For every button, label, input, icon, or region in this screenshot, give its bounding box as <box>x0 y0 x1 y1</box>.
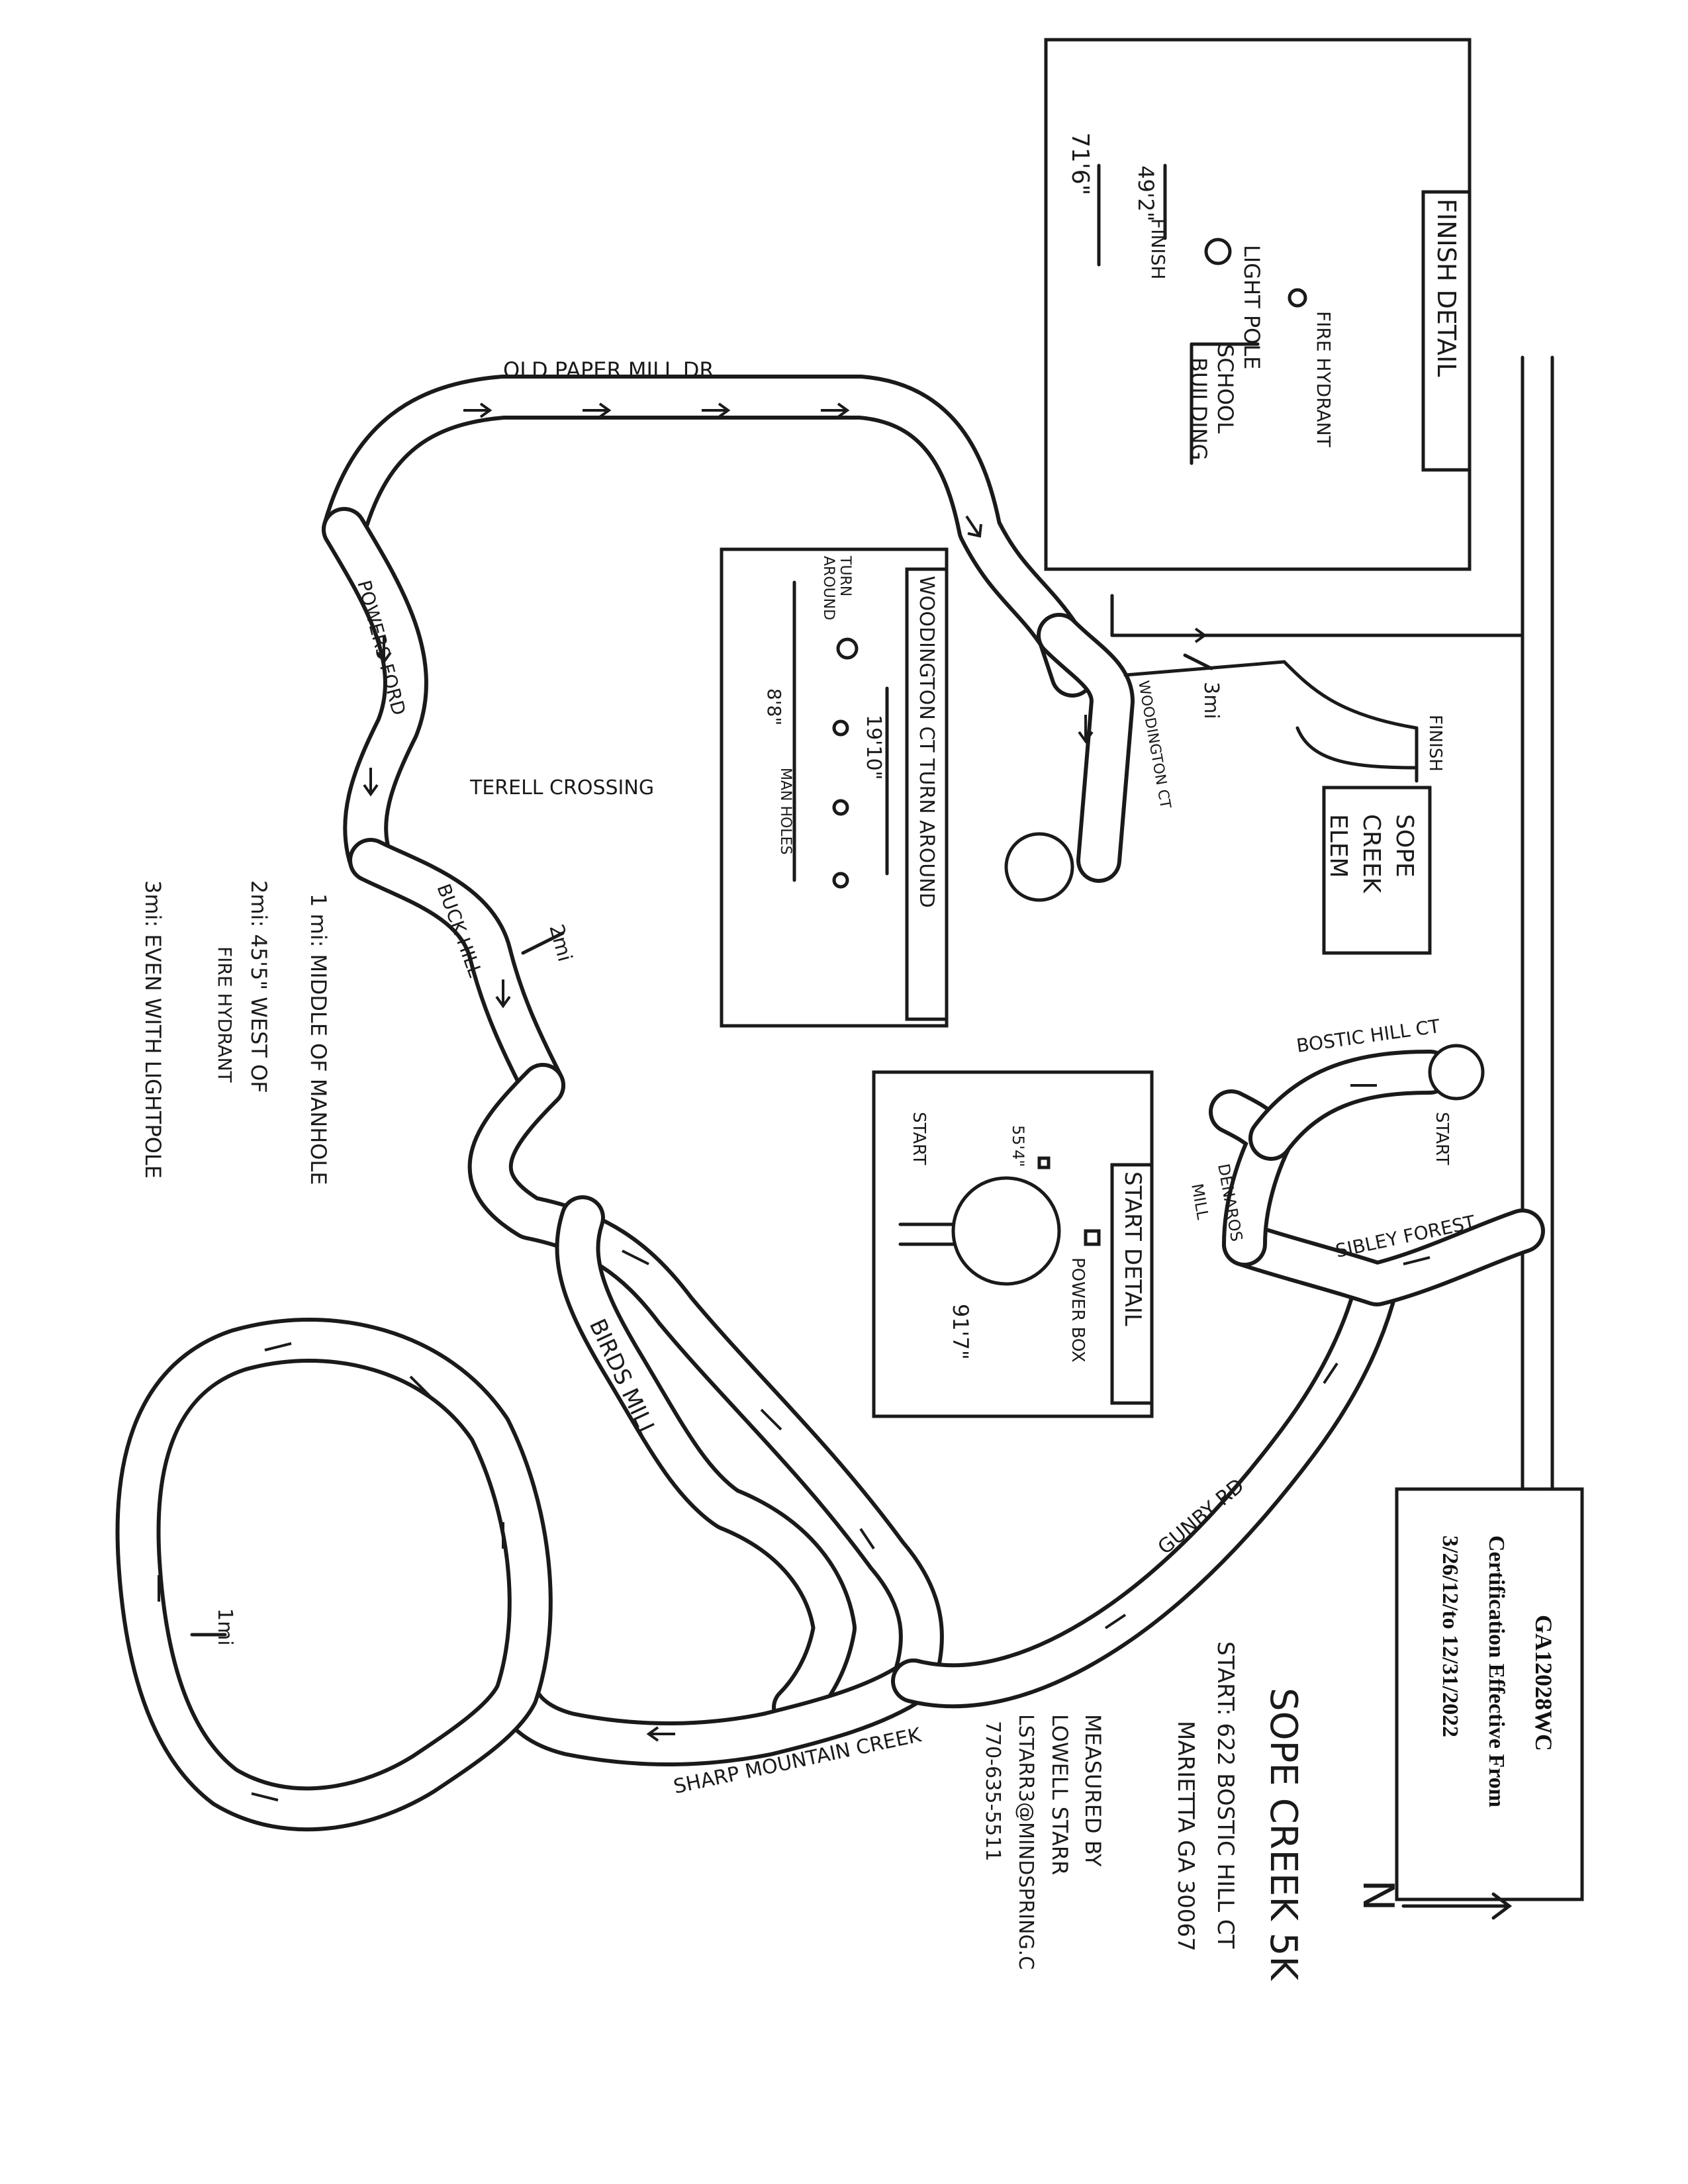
finish-detail-finish-label: FINISH <box>1147 218 1169 279</box>
manholes-label: MAN HOLES <box>777 768 794 854</box>
road-label-terell-crossing: TERELL CROSSING <box>469 776 654 799</box>
measured-by-3: LSTARR3@MINDSPRING.C <box>1014 1714 1037 1970</box>
school-building-label-1: SCHOOL <box>1213 344 1238 433</box>
legend-mile-2b: FIRE HYDRANT <box>214 946 236 1083</box>
fire-hydrant-label: FIRE HYDRANT <box>1313 311 1335 448</box>
school-label-1: SOPE <box>1391 814 1418 878</box>
measured-by-2: LOWELL STARR <box>1047 1714 1072 1875</box>
cert-line-3: 3/26/12/to 12/31/2022 <box>1438 1535 1462 1737</box>
start-dim-1: 91'7" <box>948 1304 973 1360</box>
school-building-label-2: BUILDING <box>1186 357 1211 460</box>
certification-box: GA12028WC Certification Effective From 3… <box>1395 1487 1584 1901</box>
woodington-culdesac <box>1004 832 1074 902</box>
course-title: SOPE CREEK 5K <box>1262 1688 1305 1981</box>
measured-by-4: 770-635-5511 <box>981 1721 1004 1862</box>
school-label-3: ELEM <box>1325 814 1352 878</box>
measured-by-1: MEASURED BY <box>1080 1714 1105 1867</box>
legend-mile-3: 3mi: EVEN WITH LIGHTPOLE <box>140 880 165 1179</box>
legend-mile-1: 1 mi: MIDDLE OF MANHOLE <box>306 893 331 1185</box>
finish-streets <box>1110 594 1524 783</box>
school-label-2: CREEK <box>1358 814 1385 894</box>
finish-detail-title: FINISH DETAIL <box>1432 199 1461 377</box>
bostic-culdesac <box>1428 1044 1485 1101</box>
start-address-2: MARIETTA GA 30067 <box>1172 1721 1199 1952</box>
start-detail: START DETAIL POWER BOX START 91'7" 55'4" <box>872 1070 1154 1418</box>
power-box-label: POWER BOX <box>1068 1257 1088 1363</box>
start-label: START <box>1432 1112 1452 1165</box>
start-detail-start-label: START <box>909 1112 929 1165</box>
cert-code: GA12028WC <box>1530 1615 1557 1751</box>
start-dim-2: 55'4" <box>1009 1125 1027 1167</box>
finish-detail: FINISH DETAIL LIGHT POLE FIRE HYDRANT SC… <box>1044 38 1472 571</box>
turn-around-label-2: AROUND <box>820 556 837 620</box>
light-pole-label: LIGHT POLE <box>1239 245 1264 369</box>
legend-mile-2a: 2mi: 45'5" WEST OF <box>246 880 271 1093</box>
road-label-old-paper-mill: OLD PAPER MILL DR <box>503 357 714 383</box>
main-street <box>1521 355 1554 1498</box>
mile-ticks <box>190 653 1213 1637</box>
road-label-denaros-2: MILL <box>1188 1182 1212 1221</box>
turn-around-label-1: TURN <box>837 555 853 596</box>
finish-dim-2: 49'2" <box>1133 165 1158 222</box>
north-arrow: N <box>1353 1880 1513 1920</box>
turnaround-detail: WOODINGTON CT TURN AROUND TURN AROUND 19… <box>720 547 949 1028</box>
mile-marker-3: 3mi <box>1199 682 1223 719</box>
road-network <box>115 375 1545 1832</box>
turnaround-title: WOODINGTON CT TURN AROUND <box>915 576 938 908</box>
north-label: N <box>1353 1880 1402 1911</box>
turnaround-dim-2: 8'8" <box>763 688 785 725</box>
finish-label: FINISH <box>1425 715 1445 772</box>
turnaround-dim-1: 19'10" <box>862 715 885 780</box>
start-address-1: START: 622 BOSTIC HILL CT <box>1212 1641 1239 1949</box>
direction-arrows <box>158 402 1430 1801</box>
mile-marker-1: 1mi <box>213 1608 236 1646</box>
cert-line-2: Certification Effective From <box>1484 1535 1509 1807</box>
mile-marker-2: 2mi <box>544 922 576 964</box>
title-block: SOPE CREEK 5K START: 622 BOSTIC HILL CT … <box>981 1641 1305 1981</box>
mile-legend: 1 mi: MIDDLE OF MANHOLE 2mi: 45'5" WEST … <box>140 880 331 1185</box>
finish-dim-1: 71'6" <box>1066 132 1094 195</box>
road-label-woodington: WOODINGTON CT <box>1135 680 1174 810</box>
start-detail-title: START DETAIL <box>1119 1171 1146 1326</box>
sope-creek-elem: SOPE CREEK ELEM <box>1322 786 1432 955</box>
